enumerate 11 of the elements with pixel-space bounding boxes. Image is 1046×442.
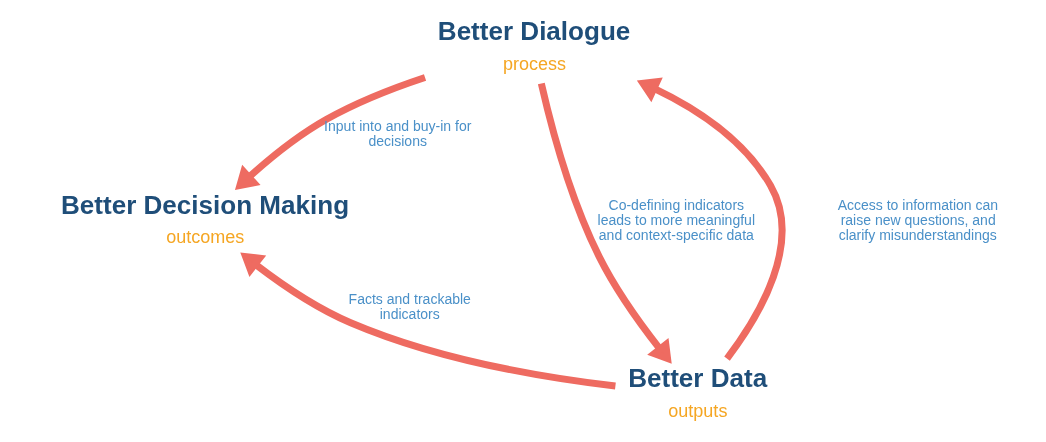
node-text: Better Dialogue process xyxy=(437,16,630,75)
node-text: Better Data outputs xyxy=(627,363,767,421)
edge-label: Access to information can raise new questions, and clarify misunderstandings xyxy=(837,197,998,244)
edge-label: Input into and buy-in for decisions xyxy=(323,117,471,149)
arrow xyxy=(537,82,672,364)
arrow xyxy=(636,77,786,361)
arrow xyxy=(234,74,426,190)
node-text: Better Decision Making outcomes xyxy=(60,189,349,248)
edge-label: Facts and trackable indicators xyxy=(348,290,471,322)
edge-label: Co-defining indicators leads to more meaningful and context-specific data xyxy=(597,196,755,243)
arrow xyxy=(239,252,616,390)
